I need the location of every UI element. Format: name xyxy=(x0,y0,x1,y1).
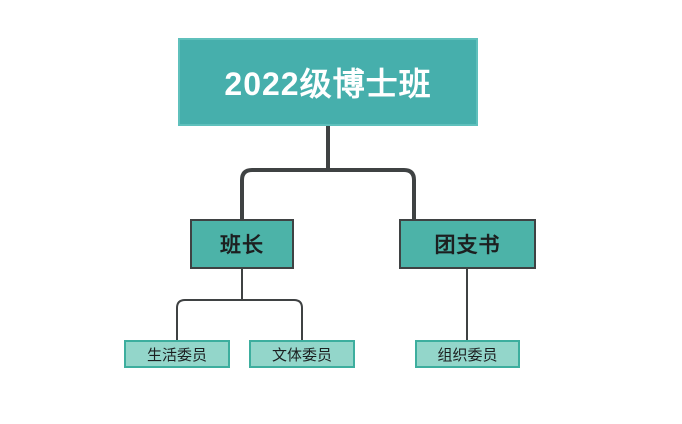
node-class-monitor[interactable]: 班长 xyxy=(190,219,294,269)
node-root-label: 2022级博士班 xyxy=(224,66,432,102)
node-organization-officer[interactable]: 组织委员 xyxy=(415,340,520,368)
node-welfare-officer[interactable]: 生活委员 xyxy=(124,340,230,368)
node-culture-sports-officer[interactable]: 文体委员 xyxy=(249,340,355,368)
node-organization-officer-label: 组织委员 xyxy=(437,346,498,364)
node-root-class[interactable]: 2022级博士班 xyxy=(178,38,478,126)
node-culture-sports-officer-label: 文体委员 xyxy=(271,346,332,364)
node-league-secretary[interactable]: 团支书 xyxy=(399,219,536,269)
node-class-monitor-label: 班长 xyxy=(220,234,264,257)
node-league-secretary-label: 团支书 xyxy=(434,234,501,257)
connector-root-bracket xyxy=(240,168,416,219)
node-welfare-officer-label: 生活委员 xyxy=(146,346,207,364)
connector-branch-a-bracket xyxy=(176,299,303,340)
